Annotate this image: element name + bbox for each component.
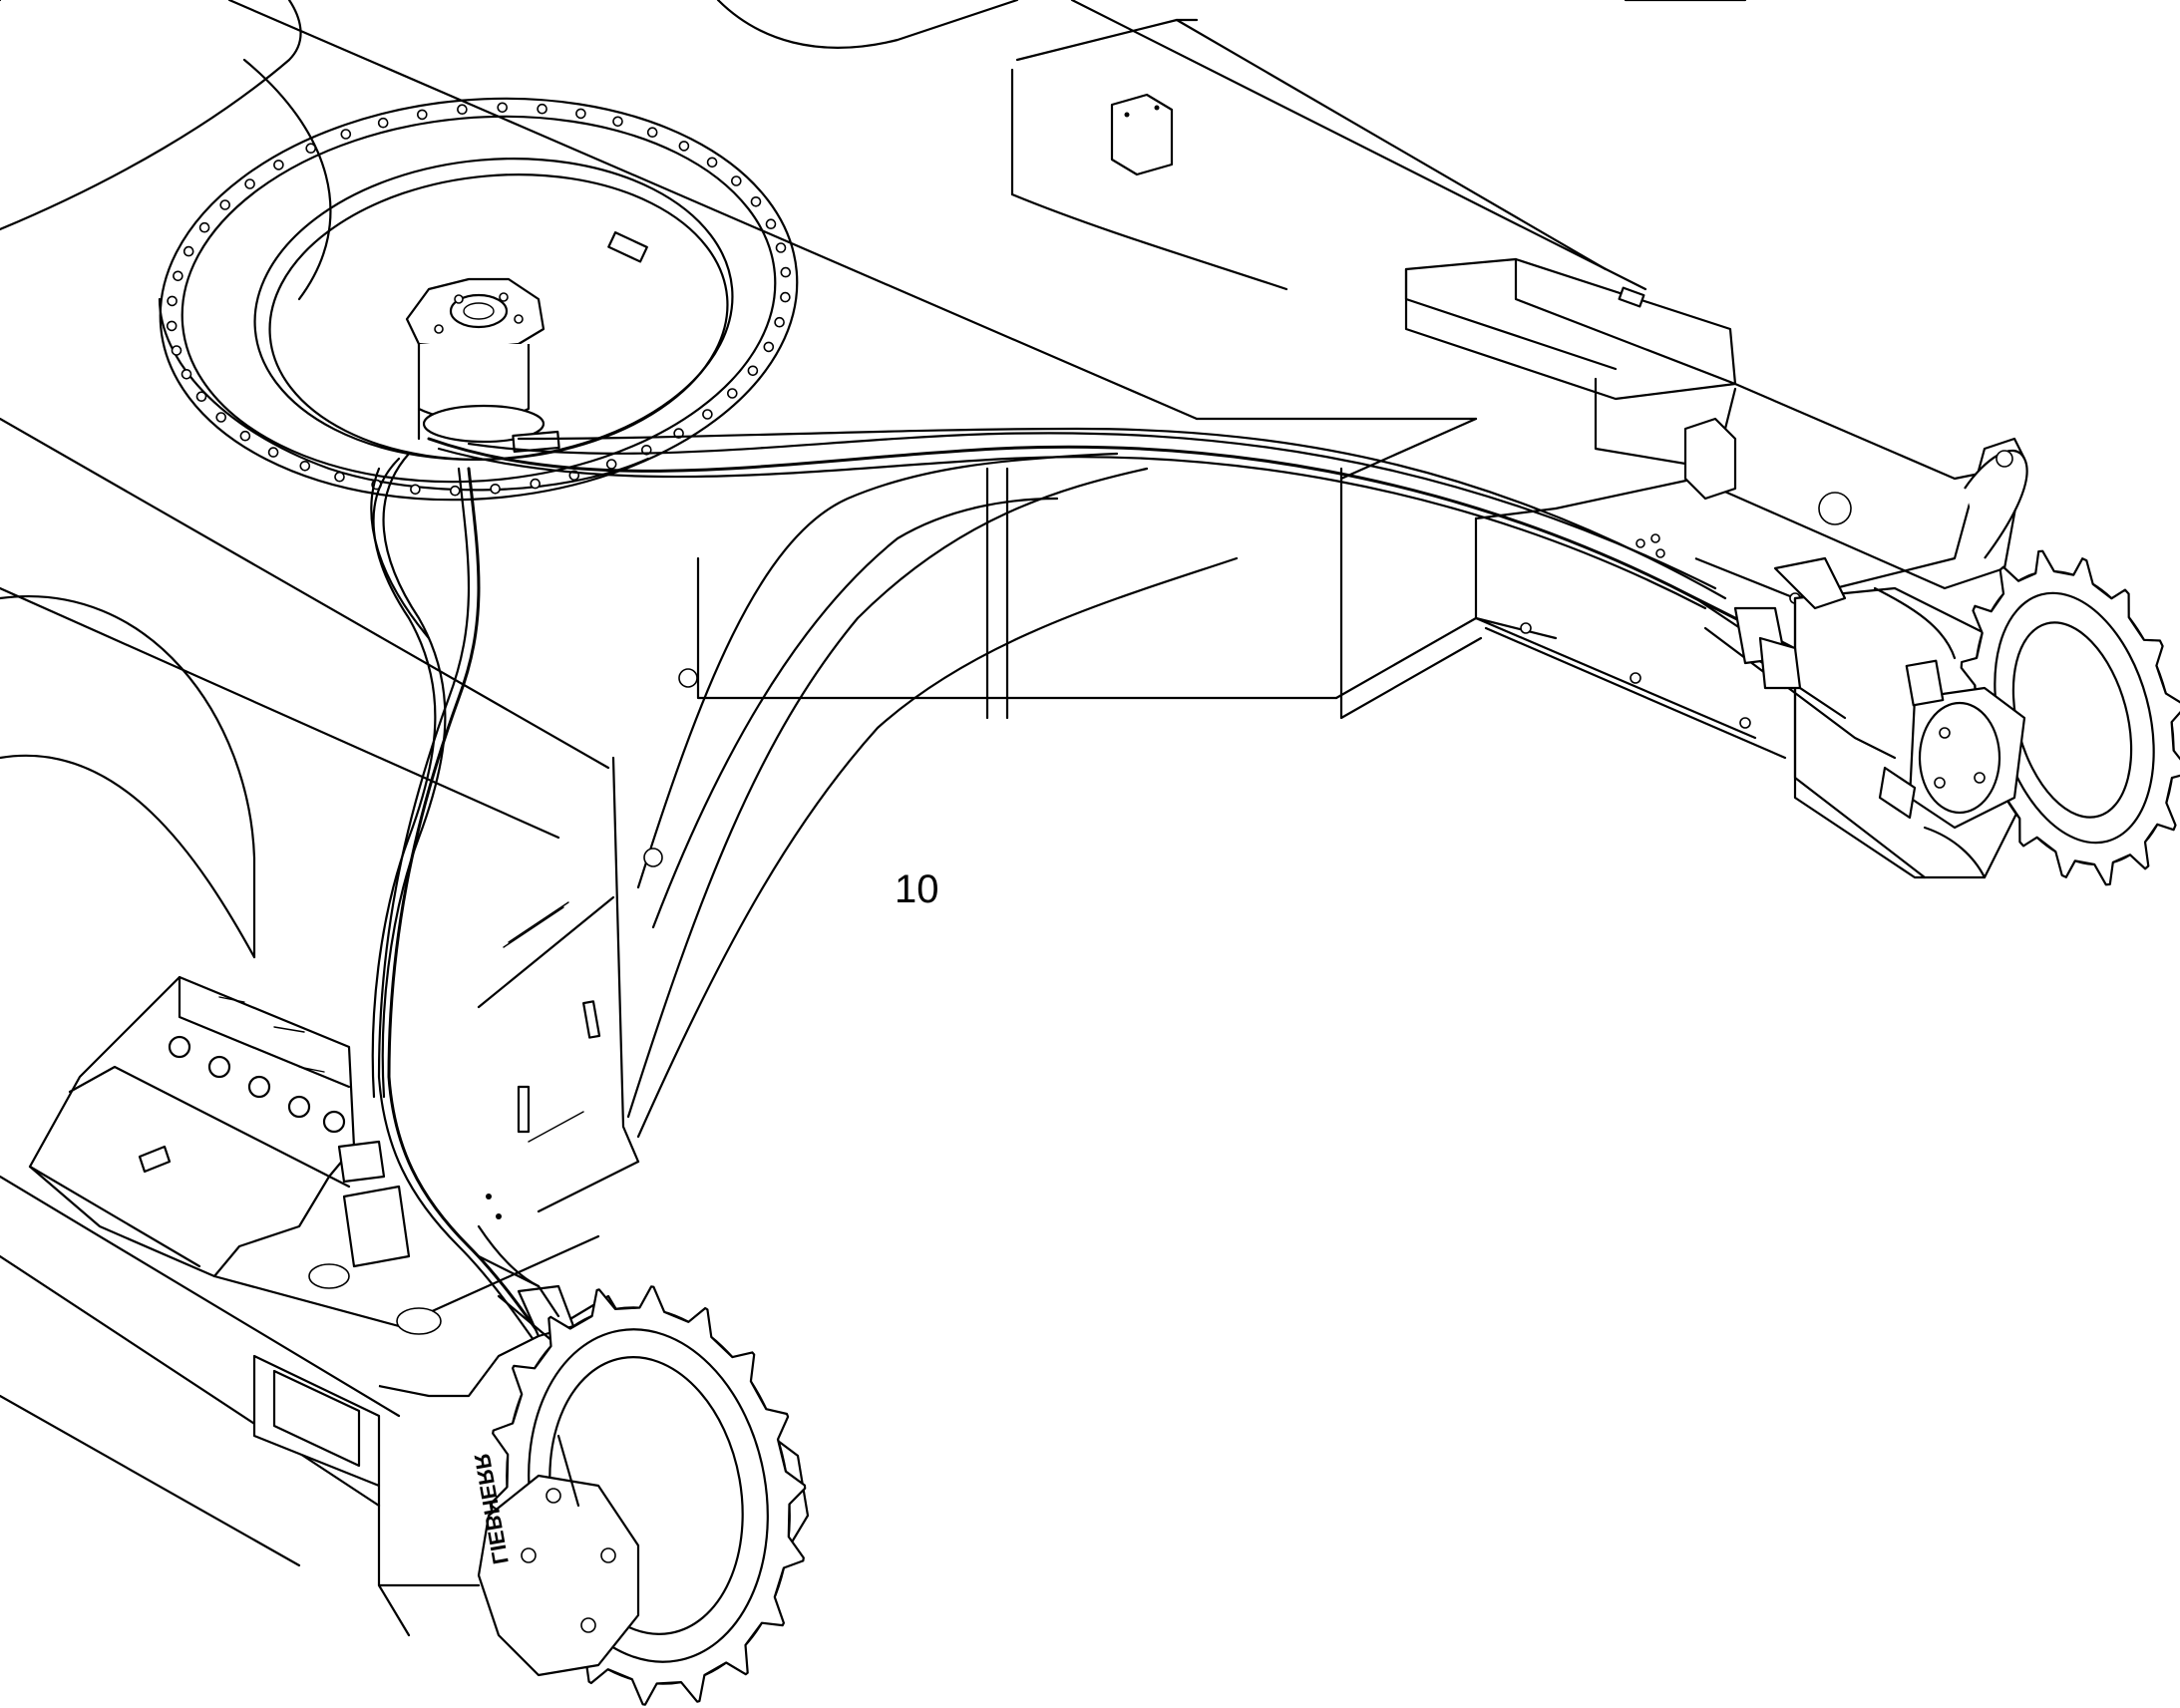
hydraulic-hoses <box>370 427 1907 1418</box>
bolt-hole <box>305 143 317 154</box>
bolt-hole <box>702 409 713 420</box>
part-number-callout-10: 10 <box>895 867 939 911</box>
bearing-bolt-holes <box>166 102 792 497</box>
bolt-hole <box>239 430 251 442</box>
bolt-hole <box>182 245 194 257</box>
bolt-hole <box>267 447 279 458</box>
bolt-hole <box>780 266 792 278</box>
bolt-hole <box>765 218 777 229</box>
bolt-hole <box>537 103 547 115</box>
bolt-hole <box>575 108 586 120</box>
bolt-hole <box>706 157 718 169</box>
bolt-hole <box>497 102 509 114</box>
bolt-hole <box>166 320 178 332</box>
bolt-hole <box>215 412 226 423</box>
bolt-hole <box>774 316 785 328</box>
right-drive-sprocket <box>1693 549 2180 886</box>
bolt-hole <box>195 391 207 403</box>
left-drive-sprocket: LIEBHERR <box>470 1285 807 1706</box>
bolt-hole <box>612 116 623 128</box>
bolt-hole <box>605 459 617 470</box>
bolt-hole <box>646 127 658 138</box>
bolt-hole <box>775 242 787 253</box>
bolt-hole <box>726 388 738 399</box>
bolt-hole <box>457 104 468 115</box>
bolt-hole <box>244 178 255 189</box>
car-body-frame <box>0 0 1747 1213</box>
bolt-hole <box>416 109 428 121</box>
bolt-hole <box>273 160 284 171</box>
bolt-hole <box>410 484 421 496</box>
bolt-hole <box>167 295 178 307</box>
bolt-hole <box>198 221 210 233</box>
right-track-frame <box>1110 93 2036 879</box>
bolt-hole <box>449 485 461 497</box>
bolt-hole <box>530 478 542 490</box>
bolt-hole <box>219 199 230 210</box>
rotary-joint <box>405 277 560 453</box>
bolt-hole <box>747 365 759 377</box>
bolt-hole <box>299 460 311 472</box>
bolt-hole <box>181 368 192 380</box>
bolt-hole <box>171 345 182 356</box>
bolt-hole <box>780 291 791 303</box>
bolt-hole <box>377 117 389 129</box>
bolt-hole <box>763 341 775 353</box>
bolt-hole <box>730 175 742 186</box>
bolt-hole <box>750 196 762 207</box>
bolt-hole <box>678 141 690 152</box>
bolt-hole <box>173 270 183 282</box>
bolt-hole <box>490 483 501 495</box>
bolt-hole <box>334 471 345 483</box>
bolt-hole <box>340 129 352 140</box>
